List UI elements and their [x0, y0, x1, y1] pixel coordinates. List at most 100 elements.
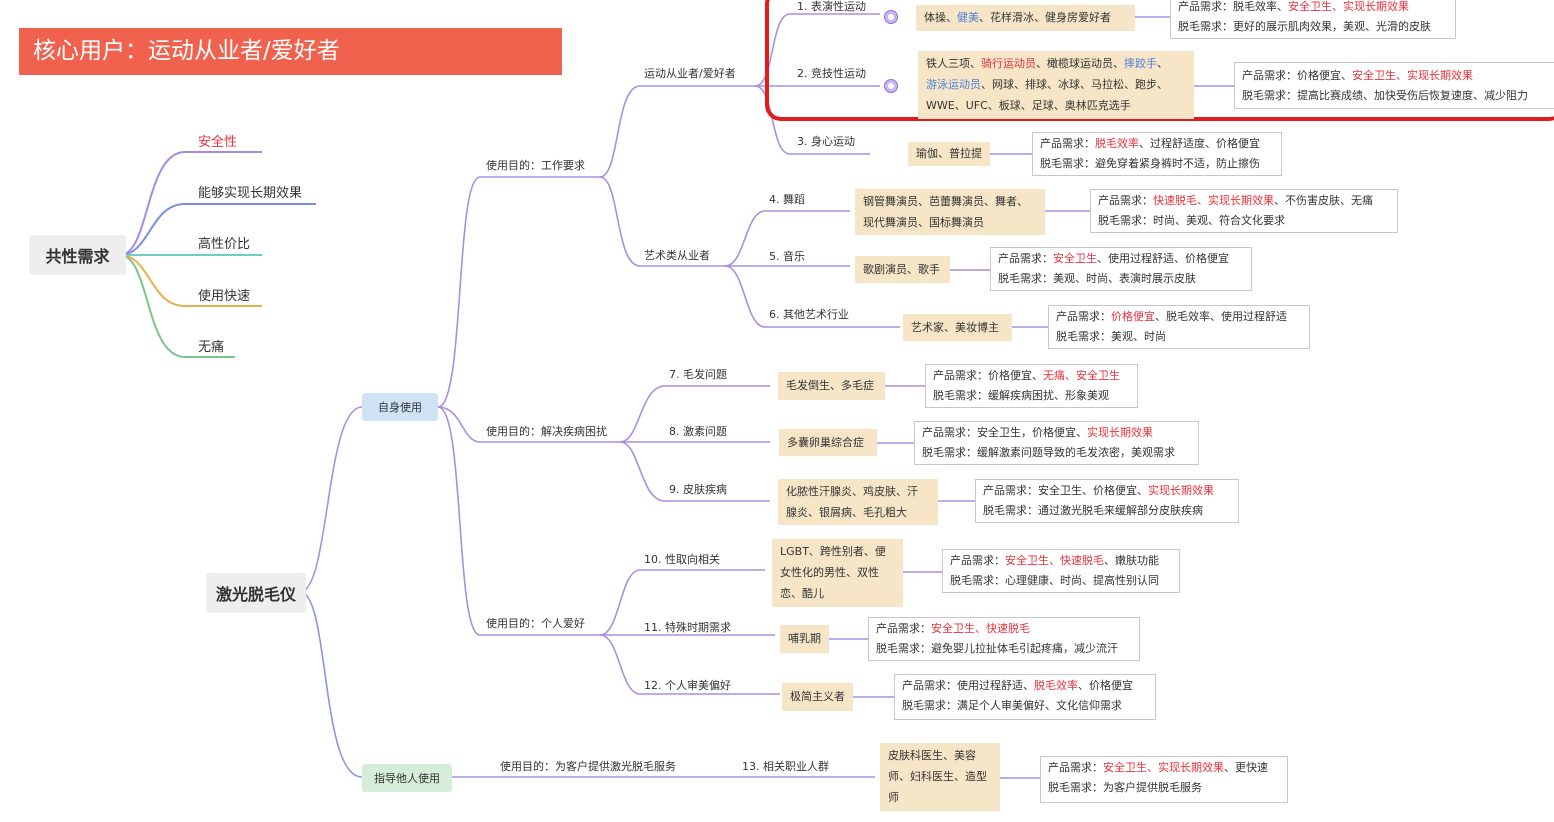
- hair-removal-requirement: 脱毛需求：缓解激素问题导致的毛发浓密，美观需求: [922, 446, 1175, 459]
- product-requirement: 产品需求：安全卫生、实现长期效果、更快速: [1048, 758, 1280, 778]
- requirement-text: 产品需求：: [1040, 137, 1095, 150]
- purpose-guide[interactable]: 使用目的：为客户提供激光脱毛服务: [500, 760, 676, 773]
- user-group-node[interactable]: 瑜伽、普拉提: [908, 142, 990, 166]
- requirement-text: 、更快速: [1224, 761, 1268, 774]
- emphasized-requirement: 价格便宜: [1111, 310, 1155, 323]
- user-group-node[interactable]: 体操、健美、花样滑冰、健身房爱好者: [916, 5, 1135, 31]
- category-label[interactable]: 12. 个人审美偏好: [644, 679, 731, 692]
- self-use-node[interactable]: 自身使用: [362, 393, 438, 421]
- common-need-painless[interactable]: 无痛: [198, 340, 225, 355]
- requirement-text: 产品需求：价格便宜、: [1242, 69, 1352, 82]
- purpose-work[interactable]: 使用目的：工作要求: [486, 159, 585, 172]
- group-sports[interactable]: 运动从业者/爱好者: [644, 67, 736, 80]
- requirement-box[interactable]: 产品需求：价格便宜、安全卫生、实现长期效果脱毛需求：提高比赛成绩、加快受伤后恢复…: [1234, 62, 1554, 109]
- user-group-node[interactable]: 歌剧演员、歌手: [855, 256, 950, 283]
- emphasized-group: 骑行运动员: [981, 57, 1036, 70]
- highlight-frame: [765, 0, 1554, 121]
- requirement-box[interactable]: 产品需求：快速脱毛、实现长期效果、不伤害皮肤、无痛脱毛需求：时尚、美观、符合文化…: [1090, 189, 1398, 233]
- product-node[interactable]: 激光脱毛仪: [206, 573, 306, 613]
- product-requirement: 产品需求：安全卫生、快速脱毛: [876, 619, 1132, 639]
- requirement-text: 产品需求：脱毛效率、: [1178, 0, 1288, 13]
- user-group-node[interactable]: LGBT、跨性别者、便女性化的男性、双性恋、酷儿: [772, 539, 903, 607]
- common-need-long-term[interactable]: 能够实现长期效果: [198, 186, 303, 201]
- category-label[interactable]: 10. 性取向相关: [644, 553, 720, 566]
- requirement-text: 产品需求：: [1048, 761, 1103, 774]
- hair-removal-requirement: 脱毛需求：避免婴儿拉扯体毛引起疼痛，减少流汗: [876, 642, 1118, 655]
- category-label[interactable]: 5. 音乐: [769, 250, 805, 263]
- common-need-safety[interactable]: 安全性: [198, 135, 238, 150]
- category-label[interactable]: 9. 皮肤疾病: [669, 483, 727, 496]
- emphasized-requirement: 无痛、安全卫生: [1043, 369, 1120, 382]
- emphasized-requirement: 安全卫生、快速脱毛: [1005, 554, 1104, 567]
- requirement-box[interactable]: 产品需求：价格便宜、脱毛效率、使用过程舒适脱毛需求：美观、时尚: [1048, 305, 1310, 349]
- requirement-box[interactable]: 产品需求：价格便宜、无痛、安全卫生脱毛需求：缓解疾病困扰、形象美观: [925, 364, 1138, 408]
- emphasized-requirement: 安全卫生、实现长期效果: [1288, 0, 1409, 13]
- hair-removal-requirement: 脱毛需求：避免穿着紧身裤时不适，防止擦伤: [1040, 157, 1260, 170]
- purpose-disease[interactable]: 使用目的：解决疾病困扰: [486, 425, 607, 438]
- emphasized-requirement: 安全卫生、实现长期效果: [1103, 761, 1224, 774]
- category-label[interactable]: 2. 竞技性运动: [797, 67, 866, 80]
- user-group-node[interactable]: 钢管舞演员、芭蕾舞演员、舞者、现代舞演员、国标舞演员: [855, 189, 1045, 235]
- requirement-box[interactable]: 产品需求：使用过程舒适、脱毛效率、价格便宜脱毛需求：满足个人审美偏好、文化信仰需…: [894, 674, 1156, 720]
- hair-removal-requirement: 脱毛需求：满足个人审美偏好、文化信仰需求: [902, 699, 1122, 712]
- common-needs-node[interactable]: 共性需求: [29, 235, 126, 275]
- category-label[interactable]: 1. 表演性运动: [797, 0, 866, 13]
- product-requirement: 产品需求：价格便宜、安全卫生、实现长期效果: [1242, 66, 1554, 86]
- hair-removal-requirement: 脱毛需求：提高比赛成绩、加快受伤后恢复速度、减少阻力: [1242, 89, 1528, 102]
- user-group-node[interactable]: 极简主义者: [782, 683, 853, 711]
- category-label[interactable]: 6. 其他艺术行业: [769, 308, 849, 321]
- hair-removal-requirement: 脱毛需求：时尚、美观、符合文化要求: [1098, 214, 1285, 227]
- emphasized-requirement: 安全卫生: [1053, 252, 1097, 265]
- requirement-box[interactable]: 产品需求：安全卫生、快速脱毛脱毛需求：避免婴儿拉扯体毛引起疼痛，减少流汗: [868, 617, 1140, 661]
- product-requirement: 产品需求：脱毛效率、安全卫生、实现长期效果: [1178, 0, 1448, 17]
- collapse-toggle-icon[interactable]: [884, 10, 898, 24]
- requirement-box[interactable]: 产品需求：安全卫生、价格便宜、实现长期效果脱毛需求：通过激光脱毛来缓解部分皮肤疾…: [975, 479, 1239, 523]
- hair-removal-requirement: 脱毛需求：美观、时尚: [1056, 330, 1166, 343]
- requirement-text: 产品需求：: [876, 622, 931, 635]
- page-title-banner: 核心用户：运动从业者/爱好者: [19, 28, 562, 75]
- requirement-text: 、不伤害皮肤、无痛: [1274, 194, 1373, 207]
- requirement-text: 产品需求：安全卫生，价格便宜、: [922, 426, 1087, 439]
- user-group-node[interactable]: 多囊卵巢综合症: [779, 429, 877, 456]
- product-requirement: 产品需求：安全卫生、快速脱毛、嫩肤功能: [950, 551, 1172, 571]
- user-group-node[interactable]: 皮肤科医生、美容师、妇科医生、造型师: [880, 743, 1000, 811]
- requirement-box[interactable]: 产品需求：安全卫生，价格便宜、实现长期效果脱毛需求：缓解激素问题导致的毛发浓密，…: [914, 421, 1199, 465]
- requirement-text: 产品需求：价格便宜、: [933, 369, 1043, 382]
- requirement-box[interactable]: 产品需求：安全卫生、实现长期效果、更快速脱毛需求：为客户提供脱毛服务: [1040, 756, 1288, 803]
- requirement-box[interactable]: 产品需求：安全卫生、快速脱毛、嫩肤功能脱毛需求：心理健康、时尚、提高性别认同: [942, 549, 1180, 593]
- product-requirement: 产品需求：脱毛效率、过程舒适度、价格便宜: [1040, 134, 1274, 154]
- user-group-node[interactable]: 化脓性汗腺炎、鸡皮肤、汗腺炎、银屑病、毛孔粗大: [778, 479, 938, 525]
- requirement-text: 、嫩肤功能: [1104, 554, 1159, 567]
- group-arts[interactable]: 艺术类从业者: [644, 249, 710, 262]
- category-label[interactable]: 3. 身心运动: [797, 135, 855, 148]
- category-label[interactable]: 13. 相关职业人群: [742, 760, 829, 773]
- product-requirement: 产品需求：安全卫生，价格便宜、实现长期效果: [922, 423, 1191, 443]
- product-requirement: 产品需求：安全卫生、使用过程舒适、价格便宜: [998, 249, 1244, 269]
- requirement-text: 产品需求：: [950, 554, 1005, 567]
- common-need-value[interactable]: 高性价比: [198, 237, 251, 252]
- user-group-node[interactable]: 铁人三项、骑行运动员、橄榄球运动员、摔跤手、游泳运动员、网球、排球、冰球、马拉松…: [918, 51, 1194, 119]
- user-group-node[interactable]: 毛发倒生、多毛症: [778, 372, 885, 400]
- requirement-text: 产品需求：使用过程舒适、: [902, 679, 1034, 692]
- requirement-box[interactable]: 产品需求：安全卫生、使用过程舒适、价格便宜脱毛需求：美观、时尚、表演时展示皮肤: [990, 247, 1252, 291]
- highlighted-group: 游泳运动员: [926, 78, 981, 91]
- requirement-box[interactable]: 产品需求：脱毛效率、过程舒适度、价格便宜脱毛需求：避免穿着紧身裤时不适，防止擦伤: [1032, 132, 1282, 176]
- highlighted-group: 摔跤手: [1124, 57, 1157, 70]
- user-group-node[interactable]: 哺乳期: [780, 625, 829, 653]
- category-label[interactable]: 8. 激素问题: [669, 425, 727, 438]
- emphasized-requirement: 脱毛效率: [1095, 137, 1139, 150]
- purpose-hobby[interactable]: 使用目的：个人爱好: [486, 617, 585, 630]
- product-requirement: 产品需求：快速脱毛、实现长期效果、不伤害皮肤、无痛: [1098, 191, 1390, 211]
- category-label[interactable]: 4. 舞蹈: [769, 193, 805, 206]
- highlighted-group: 健美: [957, 11, 979, 24]
- common-need-speed[interactable]: 使用快速: [198, 289, 251, 304]
- guide-use-node[interactable]: 指导他人使用: [362, 764, 452, 792]
- category-label[interactable]: 11. 特殊时期需求: [644, 621, 731, 634]
- collapse-toggle-icon[interactable]: [884, 79, 898, 93]
- user-group-node[interactable]: 艺术家、美妆博主: [903, 314, 1012, 341]
- hair-removal-requirement: 脱毛需求：缓解疾病困扰、形象美观: [933, 389, 1109, 402]
- product-requirement: 产品需求：价格便宜、脱毛效率、使用过程舒适: [1056, 307, 1302, 327]
- category-label[interactable]: 7. 毛发问题: [669, 368, 727, 381]
- requirement-box[interactable]: 产品需求：脱毛效率、安全卫生、实现长期效果脱毛需求：更好的展示肌肉效果，美观、光…: [1170, 0, 1456, 39]
- requirement-text: 、使用过程舒适、价格便宜: [1097, 252, 1229, 265]
